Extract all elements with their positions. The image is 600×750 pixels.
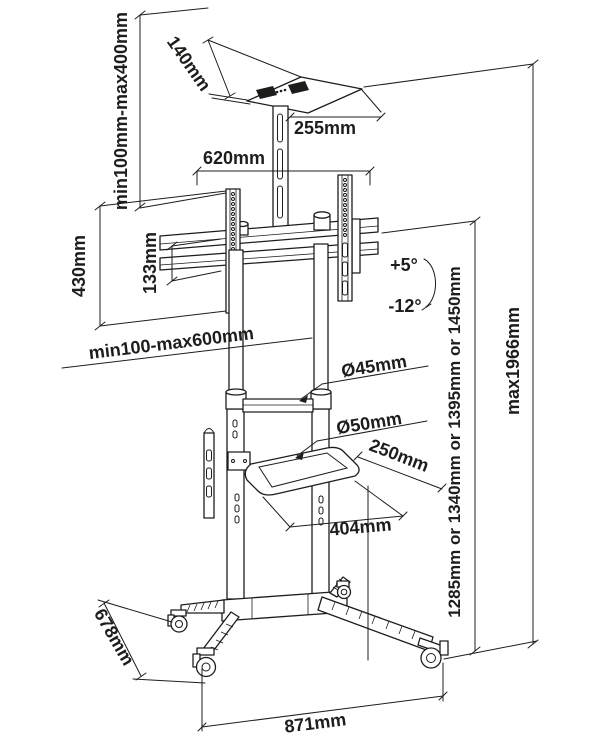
caster-front-left <box>192 647 217 678</box>
shelf-vent-right <box>288 81 309 94</box>
dim-tilt-arc <box>421 258 436 311</box>
dim-tray-depth <box>353 451 447 493</box>
base-legs <box>167 576 449 678</box>
dim-crossbar-width <box>192 166 375 186</box>
dim-mount-width-underline <box>61 337 313 369</box>
label-tilt-up: +5° <box>390 255 418 275</box>
label-column-heights: 1285mm or 1340mm or 1395mm or 1450mm <box>445 266 464 618</box>
right-upper-tube <box>313 243 329 393</box>
dim-camera-pole-range <box>134 7 227 212</box>
tray-clamp <box>227 451 251 471</box>
dimension-annotations: 140mm min100mm-max400mm 255mm 620mm 430m… <box>61 7 539 737</box>
right-lower-tube <box>311 408 330 596</box>
label-tray-width: 404mm <box>329 514 393 539</box>
dim-camera-shelf-width <box>202 36 302 105</box>
label-camera-shelf-depth: 255mm <box>294 118 356 138</box>
caster-front-right <box>417 637 449 669</box>
crossbrace <box>242 398 314 413</box>
caster-back-right <box>336 580 352 600</box>
label-tray-depth: 250mm <box>367 435 432 476</box>
dim-base-depth <box>97 599 206 684</box>
label-upper-tube-diameter: Ø45mm <box>340 351 408 381</box>
label-crossbar-width: 620mm <box>203 148 265 168</box>
label-tilt-down: -12° <box>388 296 421 316</box>
dim-crossbar-spacing <box>166 238 222 286</box>
label-base-width: 871mm <box>283 709 347 736</box>
dim-upper-tube-leader <box>299 365 429 403</box>
vesa-rail-right <box>337 174 361 302</box>
camera-shelf <box>246 76 363 114</box>
dim-base-width <box>197 662 448 732</box>
label-max-height: max1966mm <box>503 307 523 415</box>
left-upper-tube <box>228 249 244 393</box>
dim-bracket-height <box>94 190 227 331</box>
label-base-depth: 678mm <box>90 605 138 669</box>
caster-back-left <box>167 609 188 633</box>
dim-camera-shelf-depth <box>285 89 386 122</box>
label-camera-pole-range: min100mm-max400mm <box>111 12 131 210</box>
shelf-vent-left <box>256 86 277 99</box>
label-crossbar-spacing: 133mm <box>140 232 160 294</box>
support-columns <box>225 243 332 600</box>
laptop-tray <box>203 428 360 519</box>
dim-tray-width <box>262 480 408 532</box>
label-bracket-height: 430mm <box>69 235 89 297</box>
dim-max-height <box>363 59 539 660</box>
label-lower-tube-diameter: Ø50mm <box>335 408 403 438</box>
tray-side-bracket <box>203 432 215 519</box>
dim-column-heights <box>381 216 481 656</box>
dim-lower-tube-leader <box>295 420 428 460</box>
label-camera-shelf-width: 140mm <box>163 32 215 94</box>
